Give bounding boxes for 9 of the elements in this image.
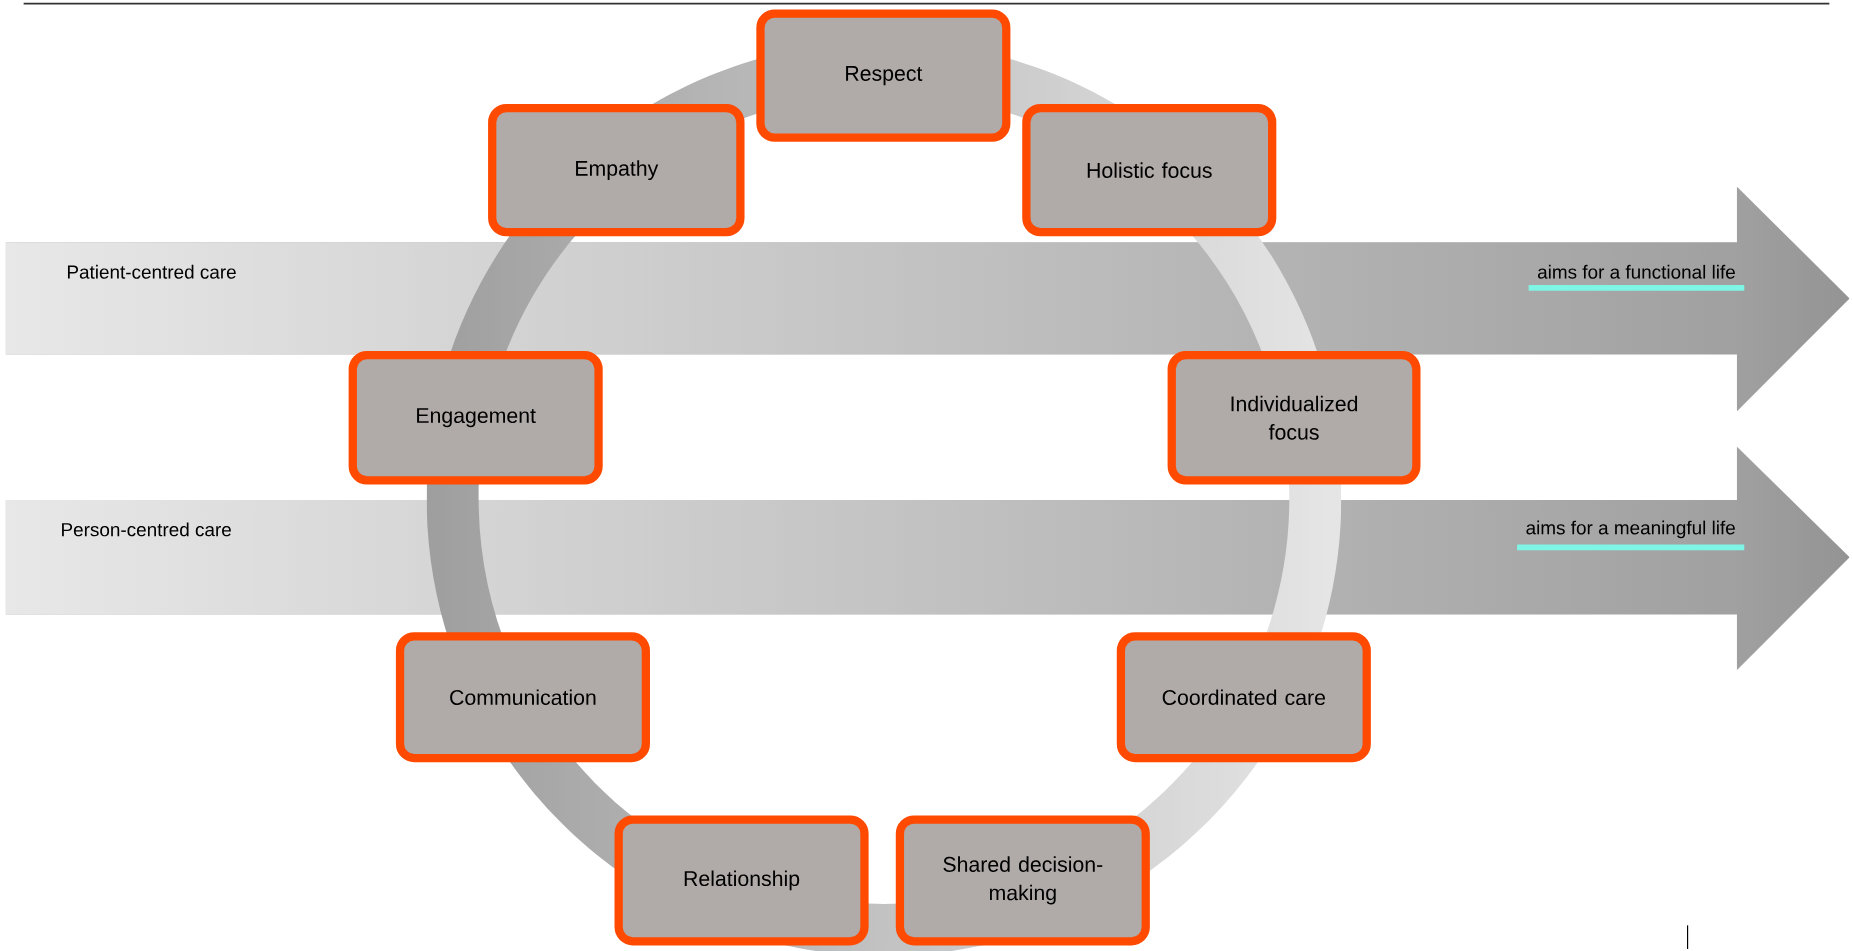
rounded-box: Communication — [395, 632, 650, 763]
rounded-box: Holistic focus — [1022, 103, 1277, 237]
rounded-box: Empathy — [488, 103, 745, 237]
rounded-box: Relationship — [614, 815, 869, 946]
rounded-box: Respect — [756, 9, 1011, 142]
rounded-box: Shared decision-making — [895, 815, 1150, 946]
rounded-box: Engagement — [348, 350, 603, 485]
rounded-box: Coordinated care — [1116, 632, 1371, 763]
rounded-box: Individualized focus — [1167, 350, 1421, 485]
